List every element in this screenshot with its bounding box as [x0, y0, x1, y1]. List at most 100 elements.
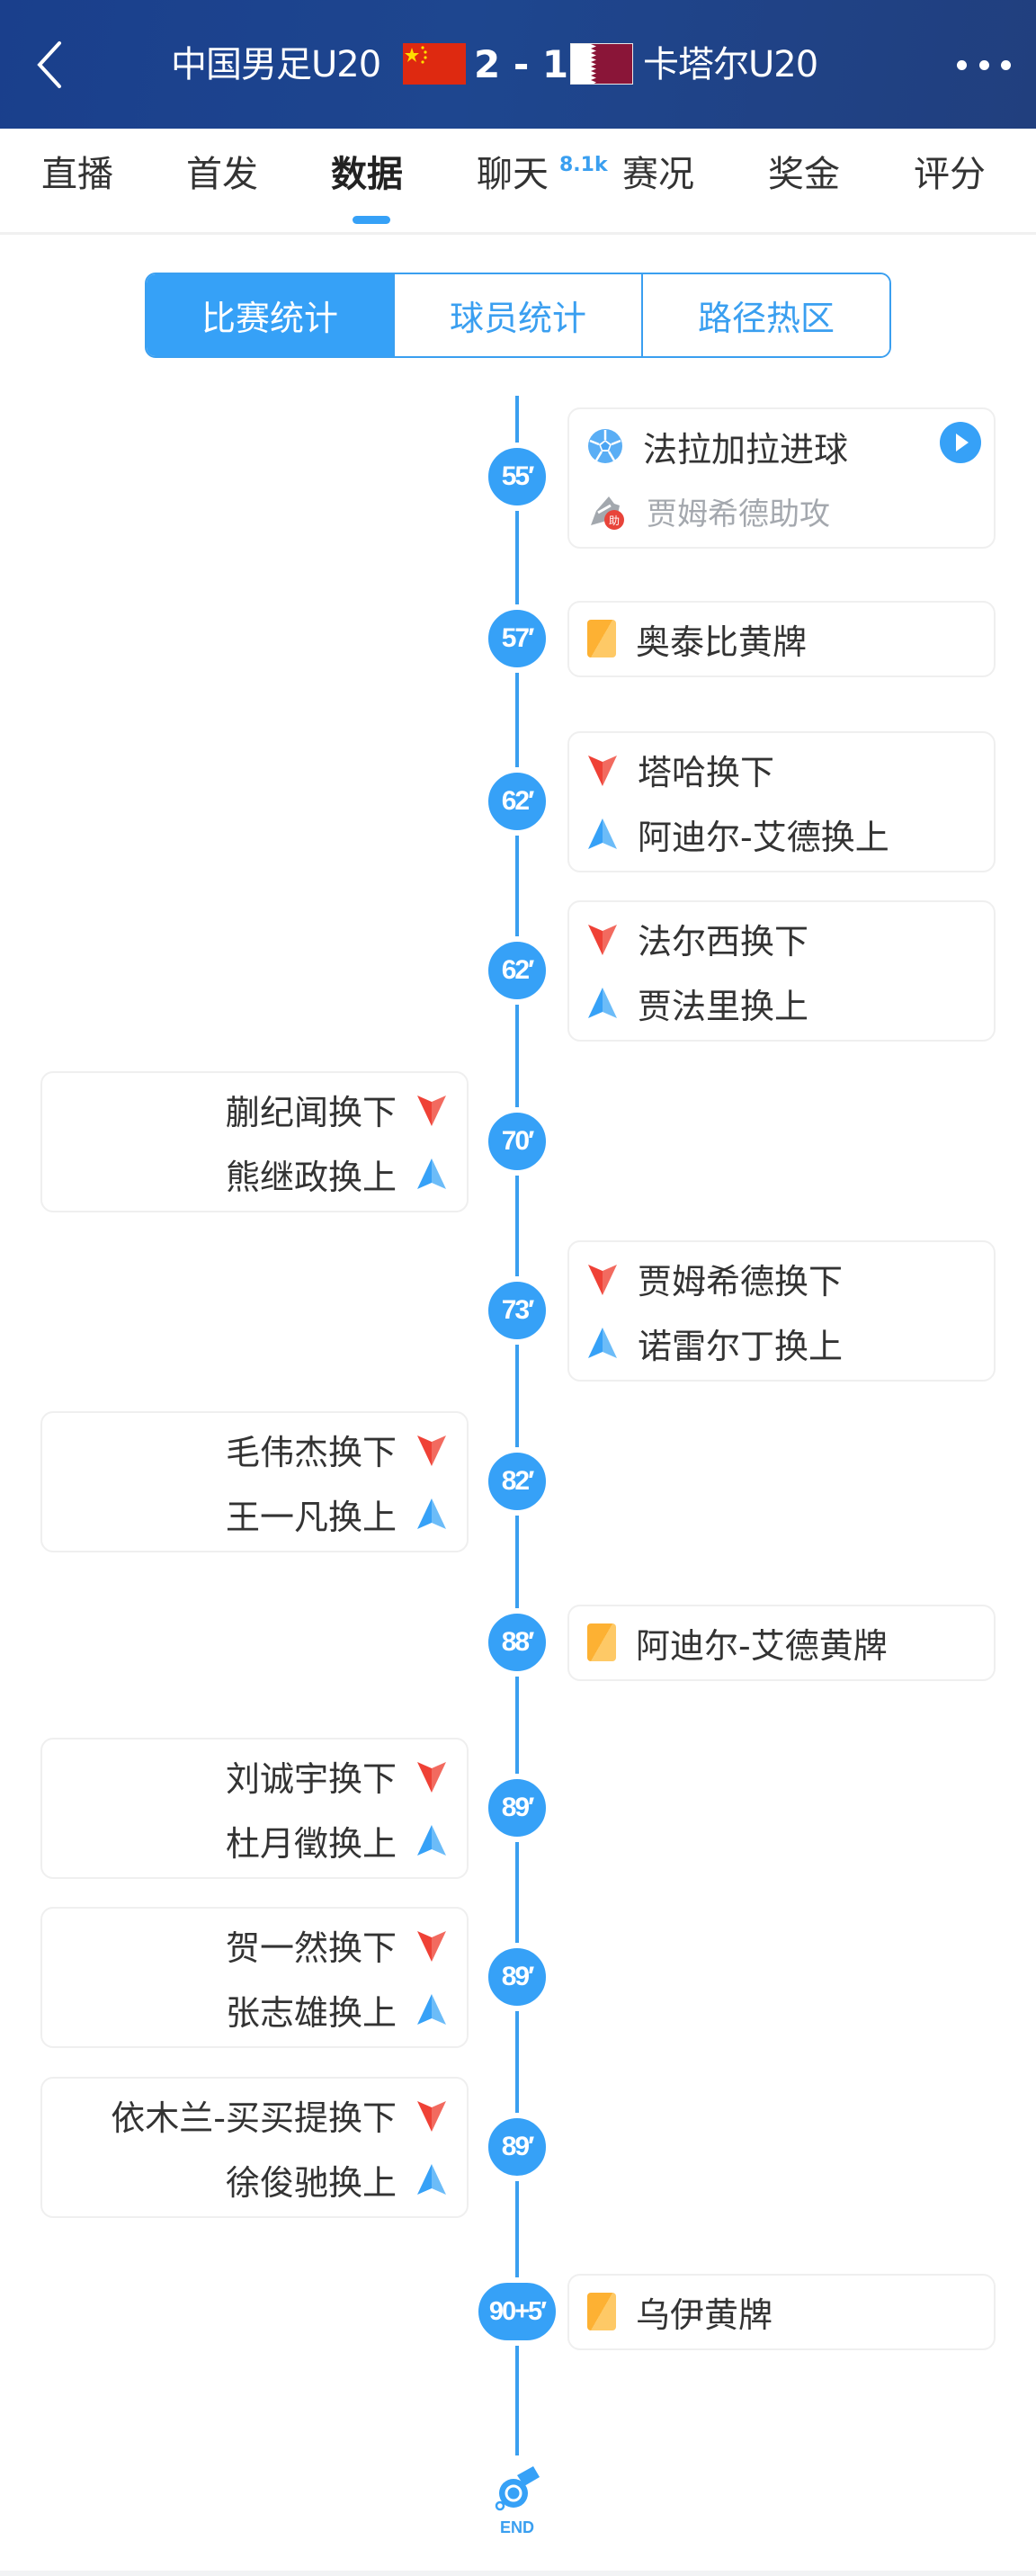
- play-video-icon[interactable]: [940, 422, 981, 463]
- event-text: 诺雷尔丁换上: [638, 1327, 844, 1366]
- home-team-name[interactable]: 中国男足U20: [171, 44, 381, 85]
- sub-out-row: 法尔西换下: [587, 917, 808, 962]
- event-text: 阿迪尔-艾德黄牌: [636, 1625, 888, 1666]
- sub-in-row: 阿迪尔-艾德换上: [587, 812, 889, 857]
- sub-out-icon: [416, 1433, 447, 1467]
- segment-match-stats[interactable]: 比赛统计: [147, 274, 393, 356]
- timeline-line: [515, 2011, 519, 2113]
- sub-in-icon: [587, 1327, 618, 1361]
- more-button[interactable]: [957, 54, 1011, 76]
- event-row: 阿迪尔-艾德黄牌: [587, 1620, 888, 1666]
- bottom-band: [0, 2571, 1036, 2576]
- timeline-line: [515, 1677, 519, 1774]
- sub-in-icon: [416, 1993, 447, 2027]
- tab-live[interactable]: 直播: [41, 154, 113, 195]
- sub-in-row: 贾法里换上: [587, 981, 808, 1026]
- sub-in-row: 王一凡换上: [226, 1492, 447, 1537]
- event-text: 蒯纪闻换下: [225, 1093, 397, 1132]
- assist-boot-icon: 助: [587, 491, 627, 531]
- event-text: 贺一然换下: [225, 1928, 397, 1968]
- substitution-event-card[interactable]: 塔哈换下阿迪尔-艾德换上: [567, 730, 996, 872]
- tab-bar: 直播 首发 数据 聊天 8.1k 赛况 奖金 评分: [0, 129, 1036, 235]
- sub-in-icon: [416, 1498, 447, 1532]
- minute-marker: 89′: [486, 1945, 549, 2008]
- assist-row: 助 贾姆希德助攻: [587, 488, 830, 533]
- minute-marker: 90+5′: [476, 2280, 558, 2343]
- sub-in-row: 徐俊驰换上: [226, 2158, 447, 2203]
- whistle-icon: [495, 2466, 540, 2511]
- china-flag-icon: [403, 43, 466, 85]
- event-text: 杜月徵换上: [225, 1824, 397, 1864]
- end-label: END: [499, 2518, 534, 2536]
- timeline-line: [515, 1345, 519, 1447]
- tab-lineup[interactable]: 首发: [186, 154, 258, 195]
- timeline-line: [515, 511, 519, 604]
- substitution-event-card[interactable]: 毛伟杰换下王一凡换上: [40, 1410, 469, 1552]
- sub-in-row: 张志雄换上: [226, 1988, 447, 2033]
- yellow-card-icon: [587, 2293, 616, 2330]
- minute-marker: 88′: [486, 1611, 549, 1674]
- back-button[interactable]: [31, 40, 74, 90]
- minute-marker: 73′: [486, 1279, 549, 1342]
- sub-out-row: 刘诚宇换下: [226, 1754, 447, 1799]
- event-text: 奥泰比黄牌: [636, 622, 808, 662]
- substitution-event-card[interactable]: 法尔西换下贾法里换上: [567, 899, 996, 1042]
- substitution-event-card[interactable]: 贺一然换下张志雄换上: [40, 1906, 469, 2048]
- stats-segmented-control: 比赛统计 球员统计 路径热区: [145, 273, 891, 358]
- minute-marker: 57′: [486, 607, 549, 670]
- timeline-line: [515, 2181, 519, 2277]
- event-text: 塔哈换下: [638, 753, 775, 792]
- minute-marker: 82′: [486, 1450, 549, 1513]
- event-text: 阿迪尔-艾德换上: [638, 818, 889, 857]
- sub-out-row: 塔哈换下: [587, 747, 774, 792]
- sub-out-icon: [416, 2098, 447, 2133]
- tab-rating[interactable]: 评分: [914, 154, 986, 195]
- event-text: 熊继政换上: [225, 1158, 397, 1197]
- yellow-card-icon: [587, 1623, 616, 1661]
- timeline-line: [515, 1176, 519, 1276]
- active-tab-indicator: [353, 216, 390, 224]
- yellow-card-event-card[interactable]: 乌伊黄牌: [567, 2273, 996, 2350]
- substitution-event-card[interactable]: 依木兰-买买提换下徐俊驰换上: [40, 2076, 469, 2218]
- sub-out-icon: [587, 1262, 618, 1296]
- sub-in-row: 杜月徵换上: [226, 1819, 447, 1864]
- sub-out-row: 毛伟杰换下: [226, 1427, 447, 1472]
- event-text: 毛伟杰换下: [225, 1433, 397, 1472]
- event-text: 张志雄换上: [225, 1993, 397, 2033]
- segment-heatmap[interactable]: 路径热区: [641, 274, 889, 356]
- yellow-card-event-card[interactable]: 阿迪尔-艾德黄牌: [567, 1604, 996, 1681]
- sub-out-icon: [587, 922, 618, 956]
- substitution-event-card[interactable]: 蒯纪闻换下熊继政换上: [40, 1070, 469, 1212]
- tab-match-status[interactable]: 赛况: [622, 154, 694, 195]
- more-dots-icon: [957, 59, 967, 70]
- sub-in-row: 诺雷尔丁换上: [587, 1321, 843, 1366]
- event-text: 依木兰-买买提换下: [111, 2098, 397, 2138]
- tab-prize[interactable]: 奖金: [768, 154, 840, 195]
- segment-player-stats[interactable]: 球员统计: [393, 274, 641, 356]
- sub-out-row: 贺一然换下: [226, 1923, 447, 1968]
- event-row: 法拉加拉进球: [587, 424, 848, 470]
- sub-out-icon: [416, 1093, 447, 1127]
- football-icon: [587, 428, 623, 464]
- event-text: 刘诚宇换下: [225, 1759, 397, 1799]
- event-text: 贾姆希德助攻: [647, 496, 830, 532]
- tab-data[interactable]: 数据: [331, 154, 403, 195]
- event-text: 乌伊黄牌: [636, 2294, 773, 2335]
- goal-event-card[interactable]: 法拉加拉进球助 贾姆希德助攻: [567, 407, 996, 549]
- timeline-line: [515, 836, 519, 936]
- sub-in-icon: [416, 1158, 447, 1192]
- minute-marker: 89′: [486, 1776, 549, 1839]
- substitution-event-card[interactable]: 贾姆希德换下诺雷尔丁换上: [567, 1239, 996, 1382]
- sub-in-icon: [587, 987, 618, 1021]
- tab-chat[interactable]: 聊天 8.1k: [477, 152, 608, 197]
- sub-out-row: 依木兰-买买提换下: [111, 2093, 447, 2138]
- sub-out-icon: [416, 1928, 447, 1963]
- event-row: 奥泰比黄牌: [587, 616, 808, 662]
- substitution-event-card[interactable]: 刘诚宇换下杜月徵换上: [40, 1737, 469, 1879]
- sub-in-icon: [416, 2163, 447, 2197]
- event-text: 王一凡换上: [225, 1498, 397, 1537]
- away-team-name[interactable]: 卡塔尔U20: [643, 44, 818, 85]
- match-header: 中国男足U20 2 - 1 卡塔尔U20: [0, 0, 1036, 129]
- svg-text:助: 助: [609, 514, 620, 527]
- yellow-card-event-card[interactable]: 奥泰比黄牌: [567, 600, 996, 677]
